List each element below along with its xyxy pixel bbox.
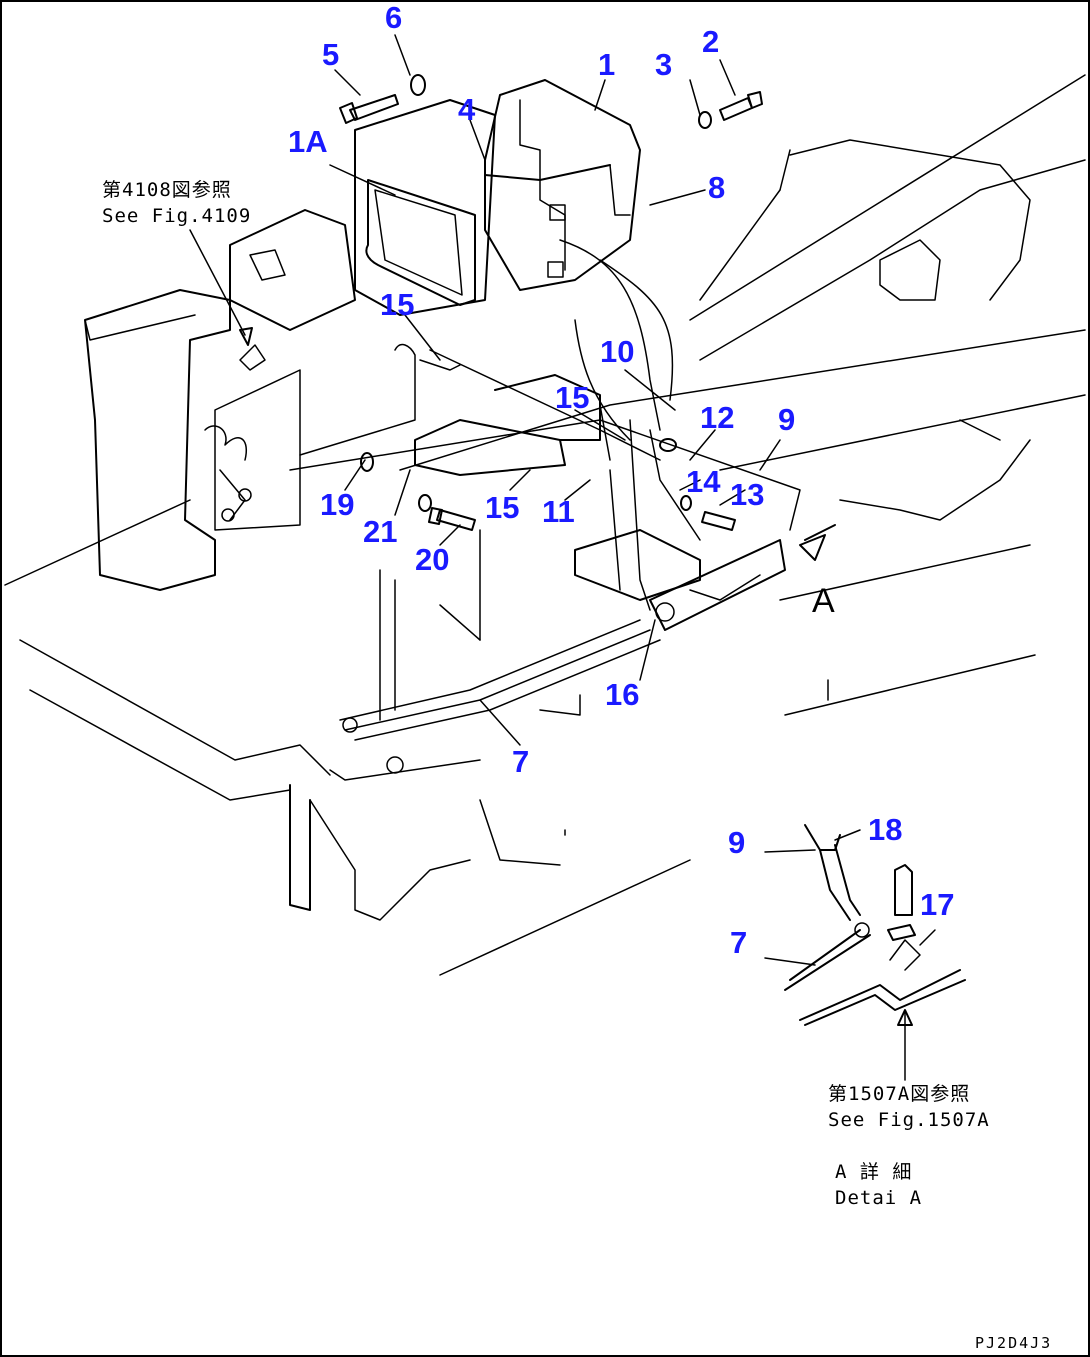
- callout-11: 11: [542, 494, 575, 529]
- bolt-20: [428, 507, 476, 531]
- callout-18: 18: [868, 812, 902, 847]
- drawing-code: PJ2D4J3: [975, 1334, 1052, 1352]
- callout-17: 17: [920, 887, 954, 922]
- callout-14: 14: [686, 464, 721, 499]
- view-arrow-a: [799, 524, 836, 561]
- callout-3: 3: [655, 47, 672, 82]
- view-marker-a: A: [812, 582, 835, 620]
- note-ref-1507-en: See Fig.1507A: [828, 1109, 990, 1131]
- clamp-19: [360, 452, 374, 472]
- callout-15-a: 15: [380, 287, 414, 322]
- mounting-bracket: [574, 529, 786, 631]
- callout-16: 16: [605, 677, 639, 712]
- bolt-2: [719, 91, 763, 121]
- washer-3: [698, 111, 712, 129]
- clamp-12: [659, 438, 677, 452]
- bolt-5: [339, 94, 399, 124]
- callout-8: 8: [708, 170, 725, 205]
- callout-6: 6: [385, 0, 402, 35]
- washer-21: [418, 494, 432, 512]
- controller-box-1: [484, 79, 641, 291]
- callout-1: 1: [598, 47, 615, 82]
- detail-a-drawing: [764, 824, 966, 1081]
- callout-5: 5: [322, 37, 339, 72]
- callout-15-c: 15: [485, 490, 519, 525]
- detail-title-jp: A 詳 細: [835, 1161, 912, 1183]
- machine-body: [4, 74, 1086, 976]
- callout-9: 9: [778, 402, 795, 437]
- reference-notes: 第4108図参照 See Fig.4109 第1507A図参照 See Fig.…: [102, 179, 1052, 1352]
- note-arrowhead-4108: [239, 327, 253, 346]
- note-ref-4108-jp: 第4108図参照: [102, 179, 232, 201]
- note-ref-4108-en: See Fig.4109: [102, 205, 251, 227]
- callout-9-detail: 9: [728, 825, 745, 860]
- left-console: [84, 209, 356, 591]
- washer-14: [680, 495, 692, 511]
- callout-21: 21: [363, 514, 397, 549]
- callout-20: 20: [415, 542, 449, 577]
- monitor-panel-1A: [354, 99, 496, 316]
- note-ref-1507-jp: 第1507A図参照: [828, 1083, 970, 1105]
- washer-6: [410, 74, 426, 96]
- callout-12: 12: [700, 400, 734, 435]
- detail-title-en: Detai A: [835, 1187, 922, 1209]
- lower-frame: [289, 717, 481, 921]
- leader-lines: [329, 34, 781, 746]
- callout-4: 4: [458, 92, 476, 127]
- callout-19: 19: [320, 487, 354, 522]
- callout-2: 2: [702, 24, 719, 59]
- callout-10: 10: [600, 334, 634, 369]
- note-leader-4108: [189, 229, 246, 336]
- bolt-13: [701, 511, 736, 531]
- callout-7: 7: [512, 744, 529, 779]
- callout-labels: 1 1A 2 3 4 5 6 7 8 9 10 11 12 13 14 15 1…: [288, 0, 954, 960]
- battery-box: [289, 374, 801, 531]
- callout-7-detail: 7: [730, 925, 747, 960]
- callout-15-b: 15: [555, 380, 589, 415]
- callout-1A: 1A: [288, 124, 328, 159]
- callout-13: 13: [730, 477, 764, 512]
